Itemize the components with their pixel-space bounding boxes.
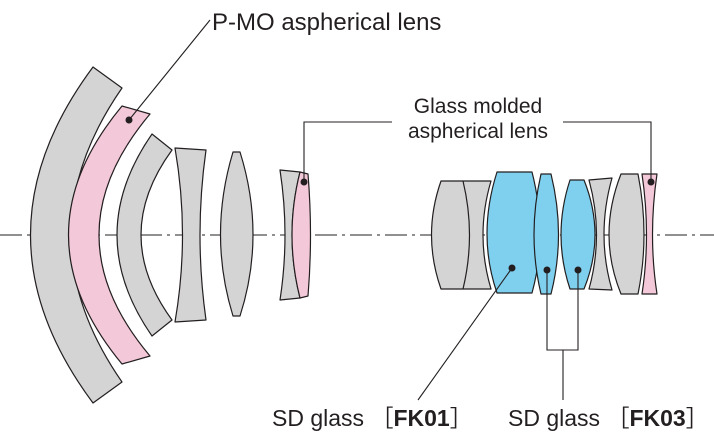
- label-sd-fk01-bracket-open: ［: [370, 405, 393, 431]
- label-sd-fk01-bracket-close: ］: [450, 405, 473, 431]
- lens-element-4: [174, 147, 207, 323]
- leader-dot-glass-molded-rear: [647, 178, 655, 186]
- label-glass-molded-line1: Glass molded: [414, 95, 542, 118]
- leader-dot-fk03-a: [543, 266, 551, 274]
- lens-element-13: [588, 177, 613, 291]
- lens-element-glass-molded-aspherical-rear: [641, 173, 658, 295]
- lens-element-sd-fk03-b: [560, 179, 596, 290]
- leader-dot-fk01: [508, 264, 516, 272]
- lens-element-sd-fk03-a: [533, 173, 560, 295]
- lens-element-sd-fk01: [486, 171, 541, 294]
- leader-line-glass-molded-front: [303, 121, 392, 182]
- leader-line-fk01: [417, 267, 513, 401]
- label-sd-fk03-bracket-close: ］: [686, 405, 709, 431]
- leader-dot-fk03-b: [574, 266, 582, 274]
- label-sd-fk01-prefix: SD glass: [272, 405, 370, 431]
- leader-line-pmo: [128, 19, 211, 121]
- label-sd-fk03-code: FK03: [629, 405, 685, 431]
- lens-element-pmo-aspherical: [67, 105, 151, 365]
- lens-element-5: [219, 151, 254, 317]
- lens-element-9: [462, 180, 492, 290]
- lens-element-3: [116, 133, 173, 337]
- leader-dot-pmo: [125, 116, 133, 124]
- label-glass-molded-line2: aspherical lens: [408, 120, 548, 143]
- label-sd-fk01-code: FK01: [393, 405, 449, 431]
- label-sd-fk03-bracket-open: ［: [606, 405, 629, 431]
- label-sd-fk03-prefix: SD glass: [508, 405, 606, 431]
- leader-dot-glass-molded-front: [300, 178, 308, 186]
- lens-element-glass-molded-aspherical-front: [291, 171, 312, 299]
- label-sd-fk01: SD glass ［FK01］: [272, 405, 473, 431]
- label-pmo-aspherical: P-MO aspherical lens: [212, 9, 441, 36]
- label-sd-fk03: SD glass ［FK03］: [508, 405, 709, 431]
- leader-line-glass-molded-rear: [563, 121, 652, 182]
- lens-element-14: [608, 173, 645, 295]
